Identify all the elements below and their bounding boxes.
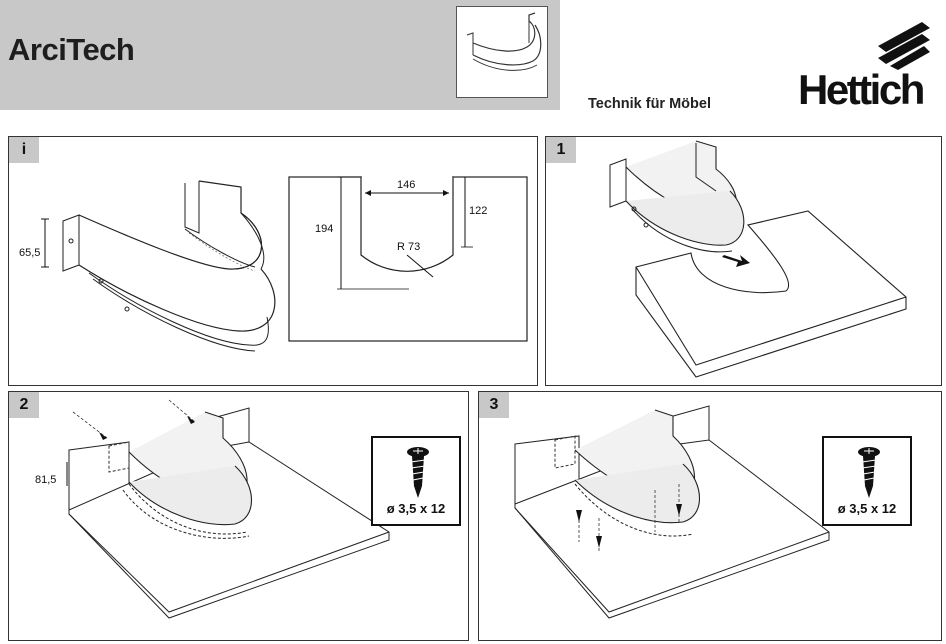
panel-step-2: 2 81,5 ø 3,5 x 12 — [8, 391, 469, 641]
tagline: Technik für Möbel — [588, 96, 711, 112]
panel-step-1-badge: 1 — [546, 137, 576, 163]
hettich-logo-mark-icon — [878, 22, 930, 70]
screw-icon — [858, 447, 880, 498]
dim-height-label: 81,5 — [35, 474, 57, 486]
panel-info: i — [8, 136, 538, 386]
dim-height-label: 65,5 — [19, 247, 41, 259]
dim-depth-side-label: 122 — [469, 205, 488, 217]
screw-spec-label: ø 3,5 x 12 — [837, 501, 897, 516]
screw-spec-box: ø 3,5 x 12 — [822, 436, 912, 526]
product-title: ArciTech — [8, 32, 135, 67]
arrow-icon — [722, 255, 750, 267]
step-1-drawing — [609, 140, 907, 378]
panel-step-2-badge: 2 — [9, 392, 39, 418]
panel-step-3: 3 ø 3,5 x 12 — [478, 391, 942, 641]
panel-step-1: 1 — [545, 136, 942, 386]
dim-width-label: 146 — [397, 179, 416, 191]
step-3-drawing — [514, 405, 830, 619]
dim-radius-label: R 73 — [397, 241, 421, 253]
organizer-dimension-drawing — [41, 175, 528, 352]
panel-step-3-badge: 3 — [479, 392, 509, 418]
screw-icon — [407, 447, 429, 498]
hettich-logo: Hettich — [798, 66, 925, 113]
screw-spec-label: ø 3,5 x 12 — [386, 501, 446, 516]
organizer-thumbnail-icon — [466, 12, 542, 71]
screw-spec-box: ø 3,5 x 12 — [371, 436, 461, 526]
product-thumbnail — [456, 6, 548, 98]
dim-depth-total-label: 194 — [315, 223, 334, 235]
step-2-drawing — [66, 399, 390, 619]
panel-info-badge: i — [9, 137, 39, 163]
